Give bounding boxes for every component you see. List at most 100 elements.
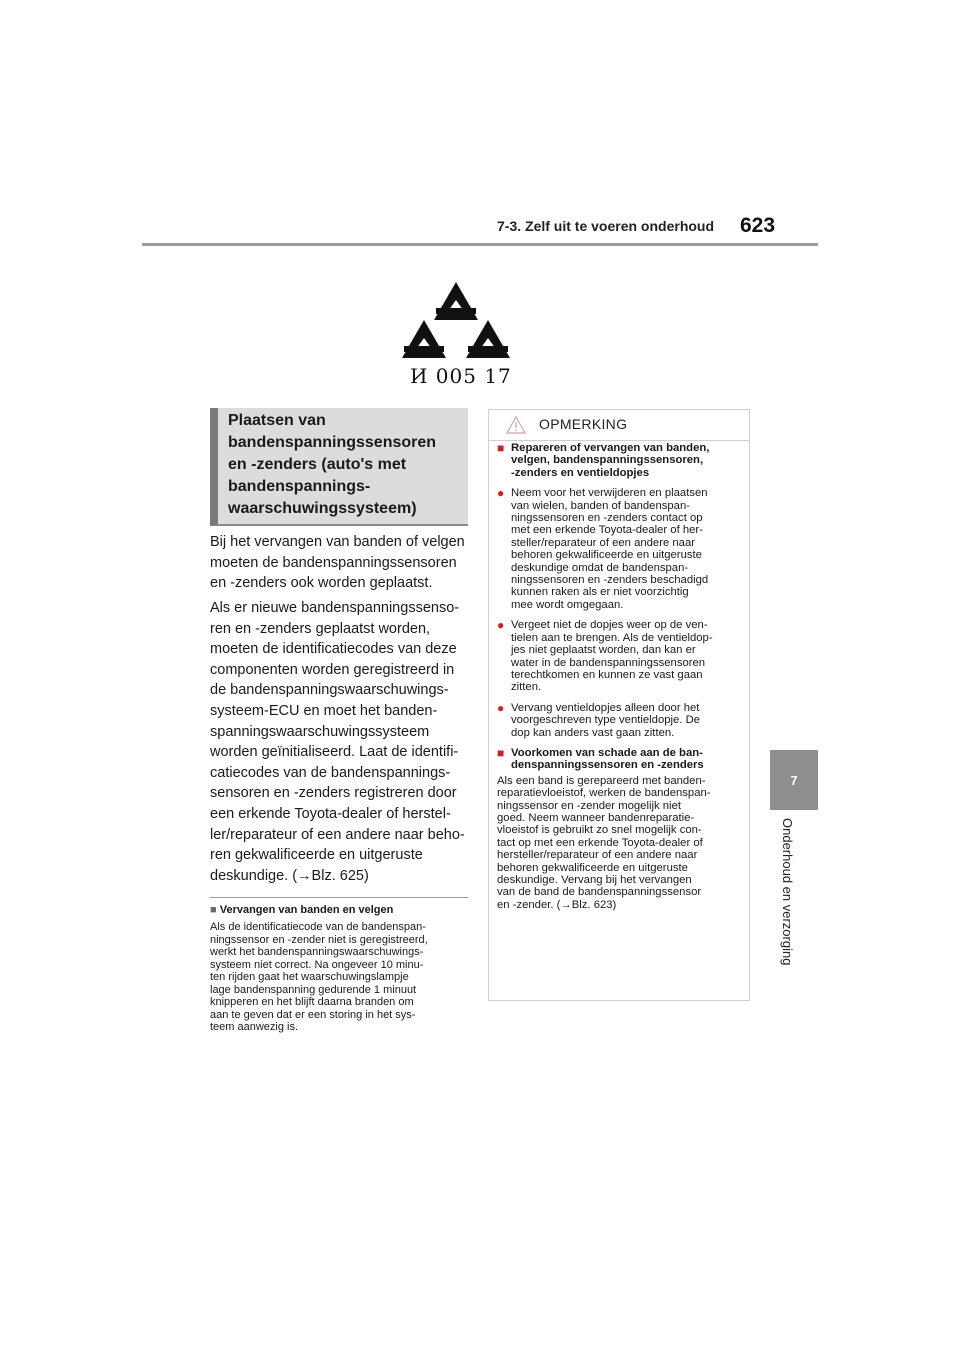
text-line: Bij het vervangen van banden of velgen bbox=[210, 534, 465, 550]
text-line: kunnen raken als er niet voorzichtig bbox=[511, 586, 689, 599]
note-section-2-text: Als een band is gerepareerd met banden- … bbox=[497, 775, 747, 911]
text-line: ten rijden gaat het waarschuwingslampje bbox=[210, 971, 409, 983]
text-line: Vergeet niet de dopjes weer op de ven- bbox=[511, 619, 708, 632]
heading-line: bandenspannings- bbox=[228, 478, 371, 495]
text-line: teem aanwezig is. bbox=[210, 1021, 299, 1033]
text-line: tielen aan te brengen. Als de ventieldop… bbox=[511, 631, 713, 644]
chapter-label-text: Onderhoud en verzorging bbox=[780, 818, 795, 966]
text-line: Voorkomen van schade aan de ban- bbox=[511, 746, 703, 759]
text-line: Repareren of vervangen van banden, bbox=[511, 442, 710, 454]
header-divider bbox=[142, 243, 818, 246]
text-line: vloeistof is gebruikt zo snel mogelijk c… bbox=[497, 824, 702, 837]
heading-line: bandenspanningssensoren bbox=[228, 434, 437, 451]
note-bullet-3: ● Vervang ventieldopjes alleen door het … bbox=[497, 700, 747, 739]
heading-line: en -zenders (auto's met bbox=[228, 456, 407, 473]
text-line: de bandenspanningswaarschuwings- bbox=[210, 682, 449, 699]
note-bullet-1: ● Neem voor het verwijderen en plaatsen … bbox=[497, 487, 747, 611]
text-line: behoren gekwalificeerde en uitgeruste bbox=[511, 549, 702, 562]
chapter-label: Onderhoud en verzorging bbox=[780, 818, 810, 1018]
text-line: systeem-ECU en moet het banden- bbox=[210, 702, 438, 719]
text-line: deskundige omdat de bandenspan- bbox=[511, 561, 689, 574]
note-header: OPMERKING bbox=[489, 410, 749, 441]
subsection-divider bbox=[210, 897, 468, 898]
text-line: ningssensor en -zender mogelijk niet bbox=[497, 799, 681, 812]
text-line: hersteller/reparateur of een andere naar bbox=[497, 849, 698, 862]
circle-bullet-icon: ● bbox=[497, 700, 505, 715]
text-line: mee wordt omgegaan. bbox=[511, 598, 624, 611]
text-line: jes niet geplaatst worden, dan kan er bbox=[511, 644, 696, 657]
note-bullet-2: ● Vergeet niet de dopjes weer op de ven-… bbox=[497, 619, 747, 693]
text-line: denspanningssensoren en -zenders bbox=[511, 759, 704, 772]
text-line: werkt het bandenspanningswaarschuwings- bbox=[210, 946, 424, 958]
subsection-text: Als de identificatiecode van de bandensp… bbox=[210, 921, 428, 1034]
text-line: steller/reparateur of een andere naar bbox=[511, 536, 696, 549]
heading-line: waarschuwingssysteem) bbox=[228, 500, 417, 517]
text-line: water in de bandenspanningssensoren bbox=[511, 656, 706, 669]
square-bullet-icon: ■ bbox=[497, 745, 505, 760]
text-line: van de band de bandenspanningssensor bbox=[497, 886, 702, 899]
body-paragraph-2: Als er nieuwe bandenspanningssenso- ren … bbox=[210, 598, 472, 886]
subsection-title-text: Vervangen van banden en velgen bbox=[219, 904, 394, 916]
text-line: goed. Neem wanneer bandenreparatie- bbox=[497, 811, 695, 824]
text-line: moeten de bandenspanningssensoren bbox=[210, 554, 457, 571]
note-section-2-title: ■ Voorkomen van schade aan de ban- densp… bbox=[497, 747, 747, 772]
text-line: ningssensor en -zender niet is geregistr… bbox=[210, 933, 428, 946]
text-line: Neem voor het verwijderen en plaatsen bbox=[511, 487, 708, 500]
text-line: moeten de identificatiecodes van deze bbox=[210, 641, 457, 658]
section-heading: Plaatsen van bandenspanningssensoren en … bbox=[210, 408, 468, 526]
chapter-tab[interactable]: 7 bbox=[770, 750, 818, 810]
square-bullet-icon: ■ bbox=[497, 441, 505, 455]
text-line: sensoren en -zenders registreren door bbox=[210, 785, 457, 802]
text-line: dop kan anders vast gaan zitten. bbox=[511, 726, 675, 739]
heading-line: Plaatsen van bbox=[228, 412, 326, 429]
text-line: met een erkende Toyota-dealer of her- bbox=[511, 524, 703, 537]
text-line: Vervang ventieldopjes alleen door het bbox=[511, 701, 700, 714]
text-line: ningssensoren en -zenders beschadigd bbox=[511, 574, 709, 587]
text-line: ler/reparateur of een andere naar beho- bbox=[210, 826, 465, 843]
body-paragraph-1: Bij het vervangen van banden of velgen m… bbox=[210, 532, 472, 594]
text-line: en -zender. (→Blz. 623) bbox=[497, 898, 617, 911]
text-line: zitten. bbox=[511, 681, 542, 694]
page-number: 623 bbox=[740, 214, 776, 237]
text-line: een erkende Toyota-dealer of herstel- bbox=[210, 805, 451, 822]
square-bullet-icon: ■ bbox=[210, 904, 217, 916]
text-line: ningssensoren en -zenders contact op bbox=[511, 512, 703, 525]
text-line: terechtkomen en kunnen ze vast gaan bbox=[511, 668, 703, 681]
figure-code: И 005 17 bbox=[410, 364, 512, 388]
text-line: deskundige. Vervang bij het vervangen bbox=[497, 874, 692, 886]
section-title: 7-3. Zelf uit te voeren onderhoud bbox=[497, 218, 715, 234]
subsection-title: ■ Vervangen van banden en velgen bbox=[210, 904, 393, 916]
tpms-sensor-figure: И 005 17 bbox=[372, 270, 540, 395]
note-content: ■ Repareren of vervangen van banden, vel… bbox=[497, 442, 747, 911]
text-line: ren gekwalificeerde en uitgeruste bbox=[210, 847, 423, 864]
text-line: worden geïnitialiseerd. Laat de identifi… bbox=[210, 744, 459, 761]
text-line: ren en -zenders geplaatst worden, bbox=[210, 620, 431, 637]
text-line: van wielen, banden of bandenspan- bbox=[511, 499, 691, 512]
circle-bullet-icon: ● bbox=[497, 618, 505, 633]
text-line: componenten worden geregistreerd in bbox=[210, 661, 455, 678]
warning-icon bbox=[506, 416, 526, 434]
note-title: OPMERKING bbox=[539, 416, 628, 432]
text-line: knipperen en het blijft daarna branden o… bbox=[210, 996, 414, 1008]
text-line: behoren gekwalificeerde en uitgeruste bbox=[497, 861, 688, 874]
note-box: OPMERKING ■ Repareren of vervangen van b… bbox=[488, 409, 750, 1001]
text-line: voorgeschreven type ventieldopje. De bbox=[511, 714, 701, 727]
chapter-number: 7 bbox=[790, 772, 798, 788]
text-line: Als een band is gerepareerd met banden- bbox=[497, 774, 706, 787]
circle-bullet-icon: ● bbox=[497, 486, 505, 501]
text-line: tact op met een erkende Toyota-dealer of bbox=[497, 836, 703, 849]
text-line: reparatievloeistof, werken de bandenspan… bbox=[497, 787, 711, 800]
text-line: velgen, bandenspanningssensoren, bbox=[511, 454, 704, 467]
text-line: aan te geven dat er een storing in het s… bbox=[210, 1008, 416, 1021]
text-line: lage bandenspanning gedurende 1 minuut bbox=[210, 983, 417, 996]
text-line: systeem niet correct. Na ongeveer 10 min… bbox=[210, 958, 424, 971]
text-line: Als er nieuwe bandenspanningssenso- bbox=[210, 600, 460, 616]
text-line: spanningswaarschuwingssysteem bbox=[210, 723, 430, 740]
text-line: catiecodes van de bandenspannings- bbox=[210, 764, 451, 781]
text-line: deskundige. (→Blz. 625) bbox=[210, 867, 369, 884]
note-section-1-title: ■ Repareren of vervangen van banden, vel… bbox=[497, 442, 747, 479]
tpms-triangle-icon bbox=[402, 282, 510, 358]
text-line: Als de identificatiecode van de bandensp… bbox=[210, 921, 426, 933]
text-line: en -zenders ook worden geplaatst. bbox=[210, 575, 433, 592]
text-line: -zenders en ventieldopjes bbox=[511, 466, 650, 479]
